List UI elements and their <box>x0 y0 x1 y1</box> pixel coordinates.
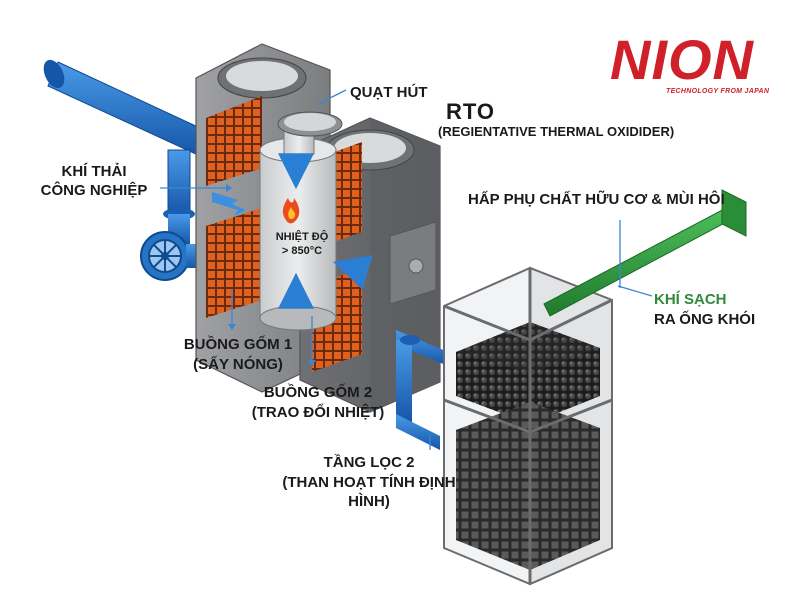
chamber-1-label-1: BUỒNG GỐM 1 <box>183 336 293 353</box>
temperature-label: NHIỆT ĐỘ <box>276 230 329 243</box>
industrial-exhaust-label-2: CÔNG NGHIỆP <box>40 182 148 199</box>
flow-arrow-icon <box>212 153 373 309</box>
industrial-exhaust-label-1: KHÍ THẢI <box>61 163 127 180</box>
chamber-2-label-2: (TRAO ĐỔI NHIỆT) <box>251 404 385 421</box>
diagram-subtitle: (REGIENTATIVE THERMAL OXIDIDER) <box>438 124 675 139</box>
clean-air-label-2: RA ỐNG KHÓI <box>654 311 756 328</box>
connection-pipe <box>396 330 448 450</box>
control-box <box>389 221 437 305</box>
filter-stage-label-2: (THAN HOẠT TÍNH ĐỊNH HÌNH) <box>282 474 456 510</box>
chamber-2-label-1: BUỒNG GỐM 2 <box>263 384 373 401</box>
chamber-1-label-2: (SẤY NÓNG) <box>193 356 283 373</box>
temperature-value: > 850°C <box>282 245 322 257</box>
leader-lines <box>160 89 653 450</box>
clean-air-label-1: KHÍ SẠCH <box>654 291 727 308</box>
ceramic-chamber-1 <box>206 96 262 318</box>
activated-carbon-filter <box>443 266 613 586</box>
diagram-title: RTO <box>446 99 496 124</box>
exhaust-fan-label: QUẠT HÚT <box>350 84 428 101</box>
flame-icon <box>282 198 300 224</box>
brand-tagline: TECHNOLOGY FROM JAPAN <box>666 88 770 95</box>
brand-logo: NION <box>610 28 754 91</box>
inlet-pipe <box>43 59 201 244</box>
clean-air-pipe <box>543 189 747 317</box>
combustion-cylinder <box>259 111 343 331</box>
filter-stage-label-1: TẦNG LỌC 2 <box>323 454 415 471</box>
adsorption-label: HẤP PHỤ CHẤT HỮU CƠ & MÙI HÔI <box>468 191 725 208</box>
